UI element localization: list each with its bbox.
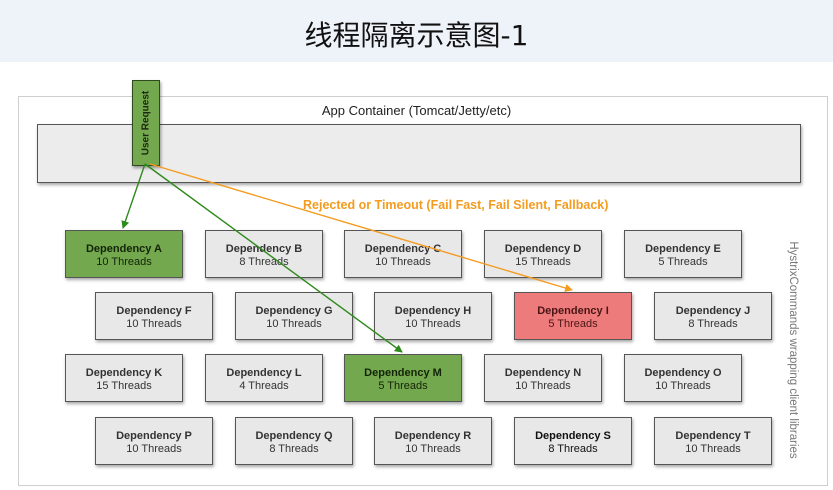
dependency-threads: 5 Threads: [378, 380, 428, 392]
dependency-name: Dependency K: [85, 367, 163, 379]
dependency-name: Dependency F: [116, 305, 192, 317]
dependency-name: Dependency G: [255, 305, 333, 317]
arrow-to-dependency-a: [121, 163, 146, 229]
dependency-name: Dependency I: [537, 305, 609, 317]
dependency-threads: 10 Threads: [126, 443, 182, 455]
dependency-name: Dependency R: [394, 430, 472, 442]
page-title: 线程隔离示意图-1: [304, 19, 529, 52]
dependency-threads: 10 Threads: [685, 443, 741, 455]
dependency-threads: 10 Threads: [375, 256, 431, 268]
dependency-threads: 8 Threads: [239, 256, 289, 268]
dependency-name: Dependency C: [364, 243, 442, 255]
dependency-name: Dependency A: [85, 243, 162, 255]
dependency-threads: 5 Threads: [658, 256, 708, 268]
dependency-name: Dependency N: [504, 367, 582, 379]
dependency-name: Dependency O: [644, 367, 722, 379]
dependency-threads: 10 Threads: [266, 318, 322, 330]
dependency-threads: 10 Threads: [96, 256, 152, 268]
dependency-threads: 8 Threads: [269, 443, 319, 455]
dependency-threads: 10 Threads: [126, 318, 182, 330]
dependency-name: Dependency M: [364, 367, 442, 379]
dependency-threads: 15 Threads: [96, 380, 152, 392]
dependency-name: Dependency E: [645, 243, 721, 255]
dependency-name: Dependency S: [535, 430, 611, 442]
dependency-threads: 8 Threads: [688, 318, 738, 330]
dependency-name: Dependency T: [675, 430, 751, 442]
dependency-name: Dependency L: [226, 367, 302, 379]
arrow-to-dependency-m: [144, 163, 403, 353]
dependency-threads: 10 Threads: [515, 380, 571, 392]
rejected-timeout-label: Rejected or Timeout (Fail Fast, Fail Sil…: [303, 198, 609, 212]
dependency-name: Dependency H: [394, 305, 472, 317]
dependency-threads: 10 Threads: [655, 380, 711, 392]
arrow-to-dependency-i: [149, 163, 573, 292]
dependency-threads: 10 Threads: [405, 443, 461, 455]
dependency-name: Dependency J: [675, 305, 751, 317]
dependency-threads: 4 Threads: [239, 380, 289, 392]
app-container-label: App Container (Tomcat/Jetty/etc): [321, 103, 512, 118]
dependency-threads: 5 Threads: [548, 318, 598, 330]
title-band: [0, 0, 833, 62]
dependency-name: Dependency Q: [255, 430, 333, 442]
dependency-name: Dependency P: [116, 430, 192, 442]
dependency-threads: 10 Threads: [405, 318, 461, 330]
dependency-name: Dependency D: [504, 243, 582, 255]
dependency-threads: 8 Threads: [548, 443, 598, 455]
dependency-threads: 15 Threads: [515, 256, 571, 268]
app-container: [37, 124, 801, 183]
dependency-name: Dependency B: [225, 243, 303, 255]
